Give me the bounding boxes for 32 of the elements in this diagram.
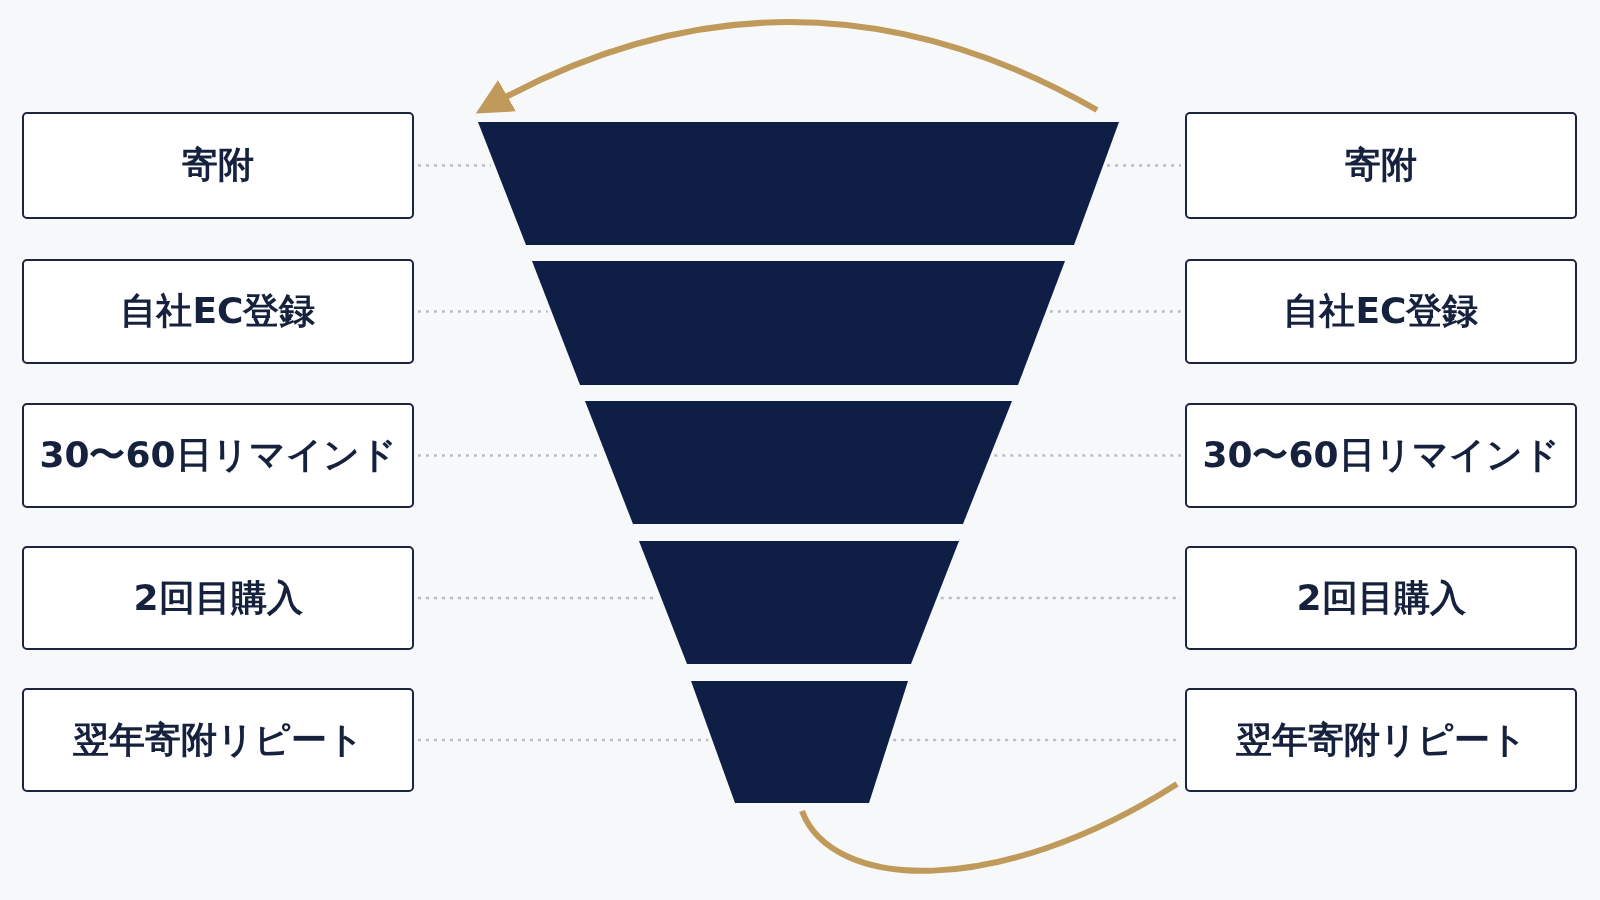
leader-line [994, 454, 1181, 457]
leader-line [1049, 310, 1181, 313]
stage-label: 自社EC登録 [1283, 289, 1479, 333]
funnel-band [691, 681, 908, 803]
stage-label: 寄附 [182, 143, 254, 187]
stage-label: 2回目購入 [133, 575, 303, 620]
stage-box [1185, 688, 1577, 792]
stage-label: 翌年寄附リピート [1235, 717, 1527, 762]
stage-label: 2回目購入 [1296, 575, 1466, 620]
stage-box [22, 403, 414, 508]
stage-box [22, 688, 414, 792]
stage-label: 30〜60日リマインド [1202, 433, 1560, 477]
stage-label: 自社EC登録 [120, 289, 316, 333]
stage-box [22, 112, 414, 219]
stage-box [22, 546, 414, 650]
funnel-band [478, 122, 1119, 245]
funnel-band [532, 261, 1065, 385]
stage-label: 寄附 [1345, 143, 1417, 187]
stage-box [1185, 403, 1577, 508]
funnel-band [585, 401, 1012, 524]
stage-box [1185, 259, 1577, 364]
cycle-arrow [475, 19, 1099, 114]
leader-line [1107, 164, 1181, 167]
leader-line [418, 164, 491, 167]
stage-box [1185, 112, 1577, 219]
stage-box [1185, 546, 1577, 650]
leader-line [418, 738, 709, 742]
leader-line [418, 310, 548, 313]
funnel-band [639, 541, 959, 664]
stage-label: 翌年寄附リピート [72, 717, 364, 762]
stage-label: 30〜60日リマインド [39, 433, 397, 477]
stage-box [22, 259, 414, 364]
